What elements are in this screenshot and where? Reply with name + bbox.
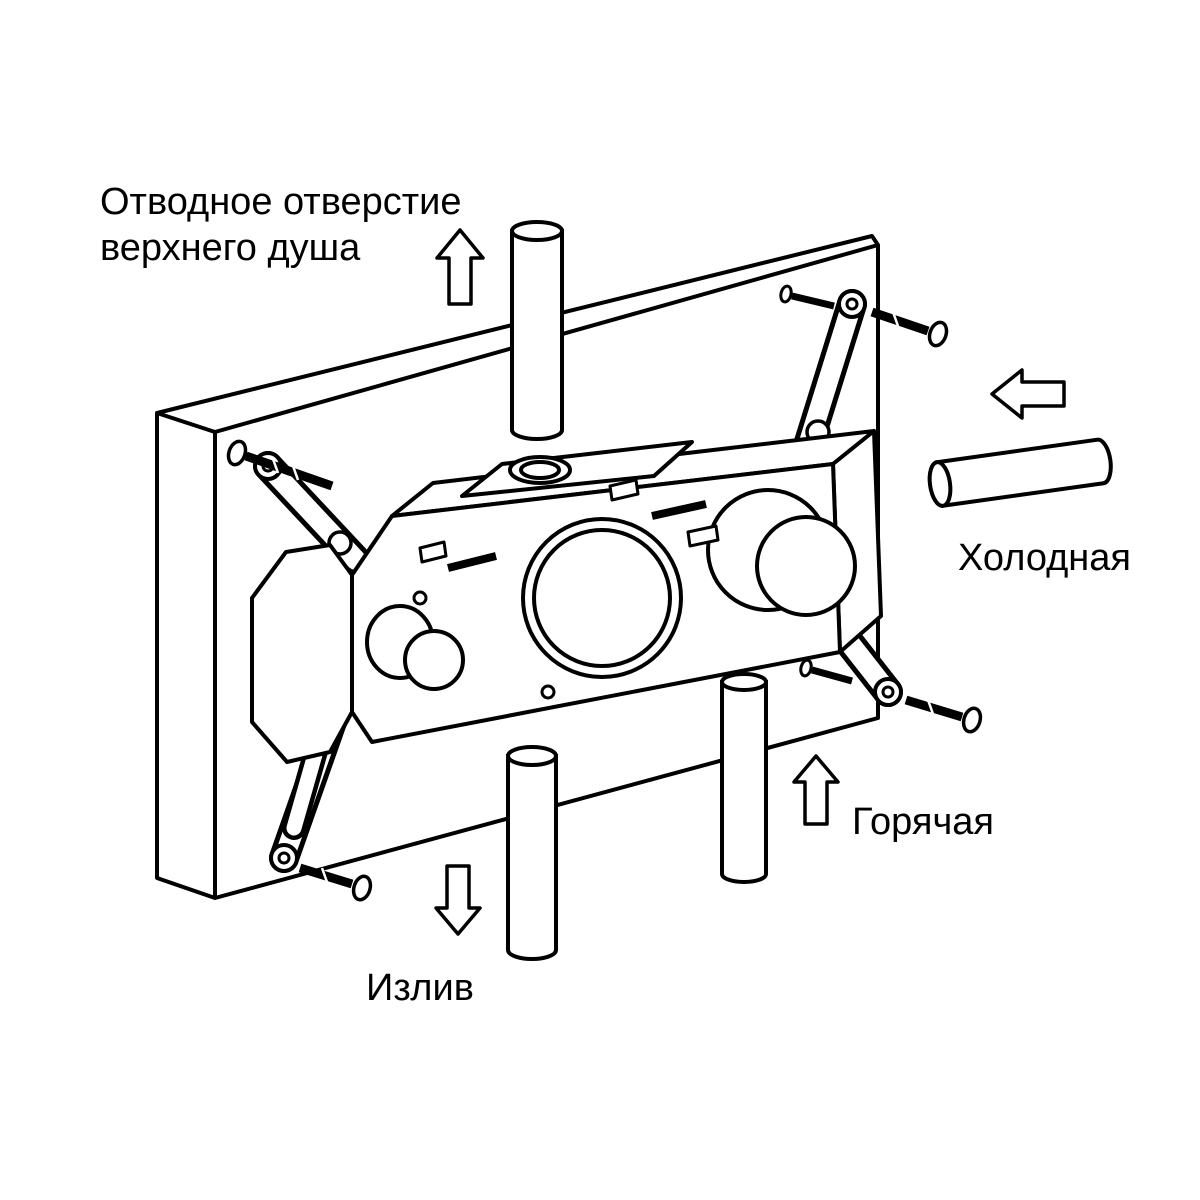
shower-outlet-up-arrow-icon: [435, 228, 485, 306]
cold-inlet-left-arrow-icon: [990, 368, 1066, 420]
hot-inlet-up-arrow-icon: [792, 754, 840, 826]
bolt-lower-right: [799, 658, 853, 685]
spout-down-arrow-icon: [434, 864, 482, 936]
hot-inlet-pipe: [720, 672, 768, 884]
top-shower-pipe: [510, 220, 564, 441]
label-cold: Холодная: [958, 537, 1131, 579]
spout-pipe: [506, 745, 558, 961]
label-spout: Излив: [366, 967, 474, 1009]
label-hot: Горячая: [852, 801, 994, 843]
screw-upper-left: [226, 439, 334, 491]
cold-inlet-pipe: [927, 437, 1113, 509]
label-shower-outlet-line2: верхнего душа: [100, 227, 361, 269]
valve-body: [250, 429, 883, 764]
screw-lower-left: [298, 863, 373, 902]
screw-upper-right: [870, 307, 949, 348]
bolt-upper-right: [779, 284, 835, 310]
label-shower-outlet-line1: Отводное отверстие: [100, 181, 462, 223]
screw-lower-right: [904, 695, 983, 734]
